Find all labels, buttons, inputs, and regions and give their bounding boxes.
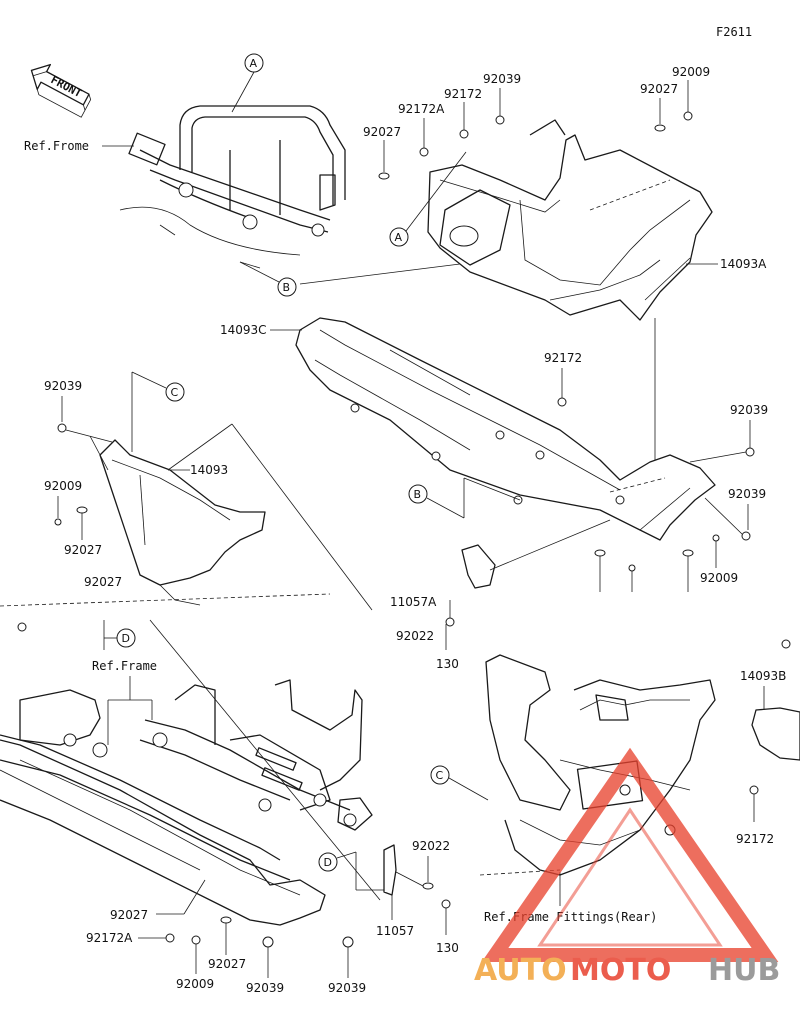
bolt-92009-bottom [191,935,201,945]
bolt-92172-top [459,129,469,139]
label-92172-right: 92172 [736,832,774,846]
washer-92027-left [76,506,88,514]
bolt-92039-left [57,423,67,433]
label-92172A-top: 92172A [398,102,445,116]
label-14093A: 14093A [720,257,767,271]
bolt-mid [628,564,636,572]
part-14093B [751,707,800,761]
svg-text:C: C [171,386,179,399]
label-11057: 11057 [376,924,414,938]
bolt-92039-right [745,447,755,457]
label-92022-mid: 92022 [396,629,434,643]
label-92172-top: 92172 [444,87,482,101]
bolt-92039-top [495,115,505,125]
callout-c-bottom [430,765,450,785]
label-92009-right: 92009 [700,571,738,585]
washer-92027-top-right [654,124,666,132]
washer-92022-bottom [422,882,434,890]
label-92009-left: 92009 [44,479,82,493]
washer-92027-top [378,172,390,180]
label-92039-right-low: 92039 [728,487,766,501]
bolt-130-bottom [441,899,451,909]
washer-right-mid [682,549,694,557]
bolt-92009-right-mid [712,534,720,542]
svg-text:A: A [250,57,258,70]
label-92027-left-low: 92027 [84,575,122,589]
svg-text:C: C [436,769,444,782]
label-92022-bottom: 92022 [412,839,450,853]
label-130-bottom: 130 [436,941,459,955]
label-92039-bottom-right: 92039 [328,981,366,995]
watermark-hub: HUB [708,953,780,988]
washer-mid [594,549,606,557]
label-92027-top-right: 92027 [640,82,678,96]
bracket-11057A [461,544,496,589]
label-92027-left: 92027 [64,543,102,557]
label-92009-bottom: 92009 [176,977,214,991]
callout-d-mid [318,852,338,872]
part-14093C [295,317,716,541]
watermark-moto: MOTO [570,953,671,988]
bolt-92039-right-low [741,531,751,541]
frame-bottom [0,679,373,881]
figure-code: F2611 [716,25,752,39]
part-step-bottom [0,739,326,926]
svg-text:D: D [122,632,130,645]
part-14093A [427,119,713,321]
svg-text:B: B [283,281,291,294]
label-14093C: 14093C [220,323,267,337]
label-92172A-bottom: 92172A [86,931,133,945]
bolt-92172A-top [419,147,429,157]
label-92027-bottom-2: 92027 [208,957,246,971]
label-92009-top: 92009 [672,65,710,79]
bracket-11057 [383,844,397,896]
watermark-logo: AUTO MOTO HUB [474,747,780,988]
label-14093B: 14093B [740,669,786,683]
callout-a-part [389,227,409,247]
label-14093: 14093 [190,463,228,477]
watermark-triangle-icon [481,747,779,962]
svg-text:A: A [395,231,403,244]
bolt-92039-bottom [262,936,274,948]
bolt-left-edge [17,622,27,632]
part-14093 [99,439,266,606]
bolt-right-edge [781,639,791,649]
bolt-92172-mid [557,397,567,407]
frame-top [119,105,346,269]
bolt-92172-right [749,785,759,795]
bolt-92009-left [54,518,62,526]
bolt-92039-bottom-right [342,936,354,948]
ref-frame-top: Ref.Frome [24,139,89,153]
label-130-mid: 130 [436,657,459,671]
callout-c-top [165,382,185,402]
bolt-92009-top [683,111,693,121]
watermark-auto: AUTO [474,953,567,988]
bolt-92172A-bottom [165,933,175,943]
bolt-92022-mid [445,617,455,627]
label-92039-top: 92039 [483,72,521,86]
ref-frame-mid: Ref.Frame [92,659,157,673]
label-92039-left: 92039 [44,379,82,393]
label-92027-top: 92027 [363,125,401,139]
front-arrow-icon [30,63,92,118]
washer-92027-bottom [220,916,232,924]
label-92172-mid: 92172 [544,351,582,365]
svg-text:B: B [414,488,422,501]
callout-b-mid [408,484,428,504]
label-92039-bottom: 92039 [246,981,284,995]
label-92039-right: 92039 [730,403,768,417]
label-92027-bottom: 92027 [110,908,148,922]
svg-text:D: D [324,856,332,869]
callout-b-top [277,277,297,297]
label-11057A: 11057A [390,595,437,609]
